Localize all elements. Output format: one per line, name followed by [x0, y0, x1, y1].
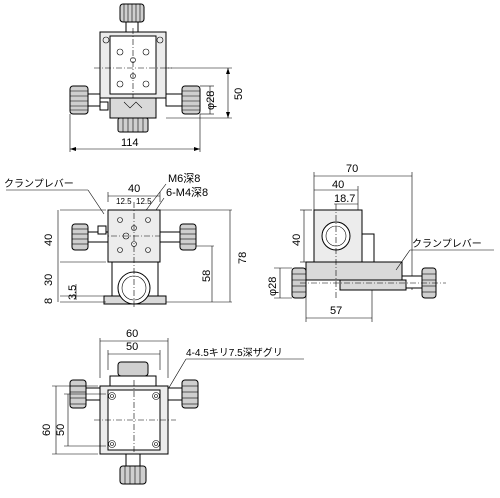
- dim-50: 50: [233, 88, 245, 100]
- bottom-view-top-knob: [117, 361, 149, 377]
- dim-50-top: 50: [126, 341, 138, 353]
- note-m6: M6深8: [168, 172, 200, 185]
- bottom-view-clamp: [109, 375, 157, 387]
- right-knob-shaft: [165, 93, 183, 107]
- dim-60-top: 60: [126, 328, 138, 340]
- dim-8-left: 8: [43, 298, 55, 304]
- dim-side-knob-dia: φ28: [267, 277, 279, 296]
- front-left-knob: [71, 223, 89, 251]
- dim-30-left: 30: [43, 274, 55, 286]
- clamp-lever-label: クランプレバー: [4, 178, 74, 190]
- dim-12-5-a: 12.5: [116, 197, 132, 206]
- dim-78: 78: [237, 252, 249, 264]
- top-knob-shaft: [125, 21, 139, 33]
- top-stage-lower: [109, 97, 157, 119]
- side-stage-bottom: [305, 261, 403, 281]
- front-right-shaft: [159, 231, 181, 243]
- dim-knob-dia: φ28: [205, 91, 217, 110]
- dim-18-7: 18.7: [334, 193, 355, 205]
- dim-40-side: 40: [332, 179, 344, 191]
- clamp-block: [99, 101, 109, 111]
- bottom-view: 60 50 4-4.5キリ7.5深ザグリ: [41, 328, 304, 485]
- side-bracket: [361, 233, 375, 263]
- dim-50-left: 50: [55, 424, 67, 436]
- side-clamp-lever-label: クランプレバー: [412, 238, 482, 250]
- bottom-knob-shaft: [125, 453, 141, 467]
- dim-60-left: 60: [41, 424, 53, 436]
- note-m4: 6-M4深8: [166, 186, 208, 199]
- dim-40-side-left: 40: [291, 234, 303, 246]
- side-base: [339, 279, 407, 291]
- bottom-view-right-shaft: [167, 387, 183, 401]
- dim-57: 57: [330, 305, 342, 317]
- front-right-knob: [179, 223, 197, 251]
- note-holes: 4-4.5キリ7.5深ザグリ: [186, 346, 283, 359]
- left-knob-shaft: [87, 93, 101, 107]
- dim-12-5-b: 12.5: [136, 197, 152, 206]
- dim-70: 70: [346, 163, 358, 175]
- bottom-view-bottom-knob: [119, 465, 147, 485]
- dim-114: 114: [121, 137, 139, 149]
- side-view: 70 40 18.7 40 クランプレバー: [267, 163, 494, 322]
- top-view: 114 50 φ28: [69, 3, 245, 152]
- dim-58: 58: [201, 270, 213, 282]
- front-clamp-lever: [97, 225, 107, 235]
- dim-3-5-left: 3.5: [67, 285, 79, 300]
- dim-40-top: 40: [128, 183, 140, 195]
- dim-40-left: 40: [43, 234, 55, 246]
- front-view: クランプレバー 40 12.5 12.5 M6深8 6-M4深8: [4, 172, 249, 308]
